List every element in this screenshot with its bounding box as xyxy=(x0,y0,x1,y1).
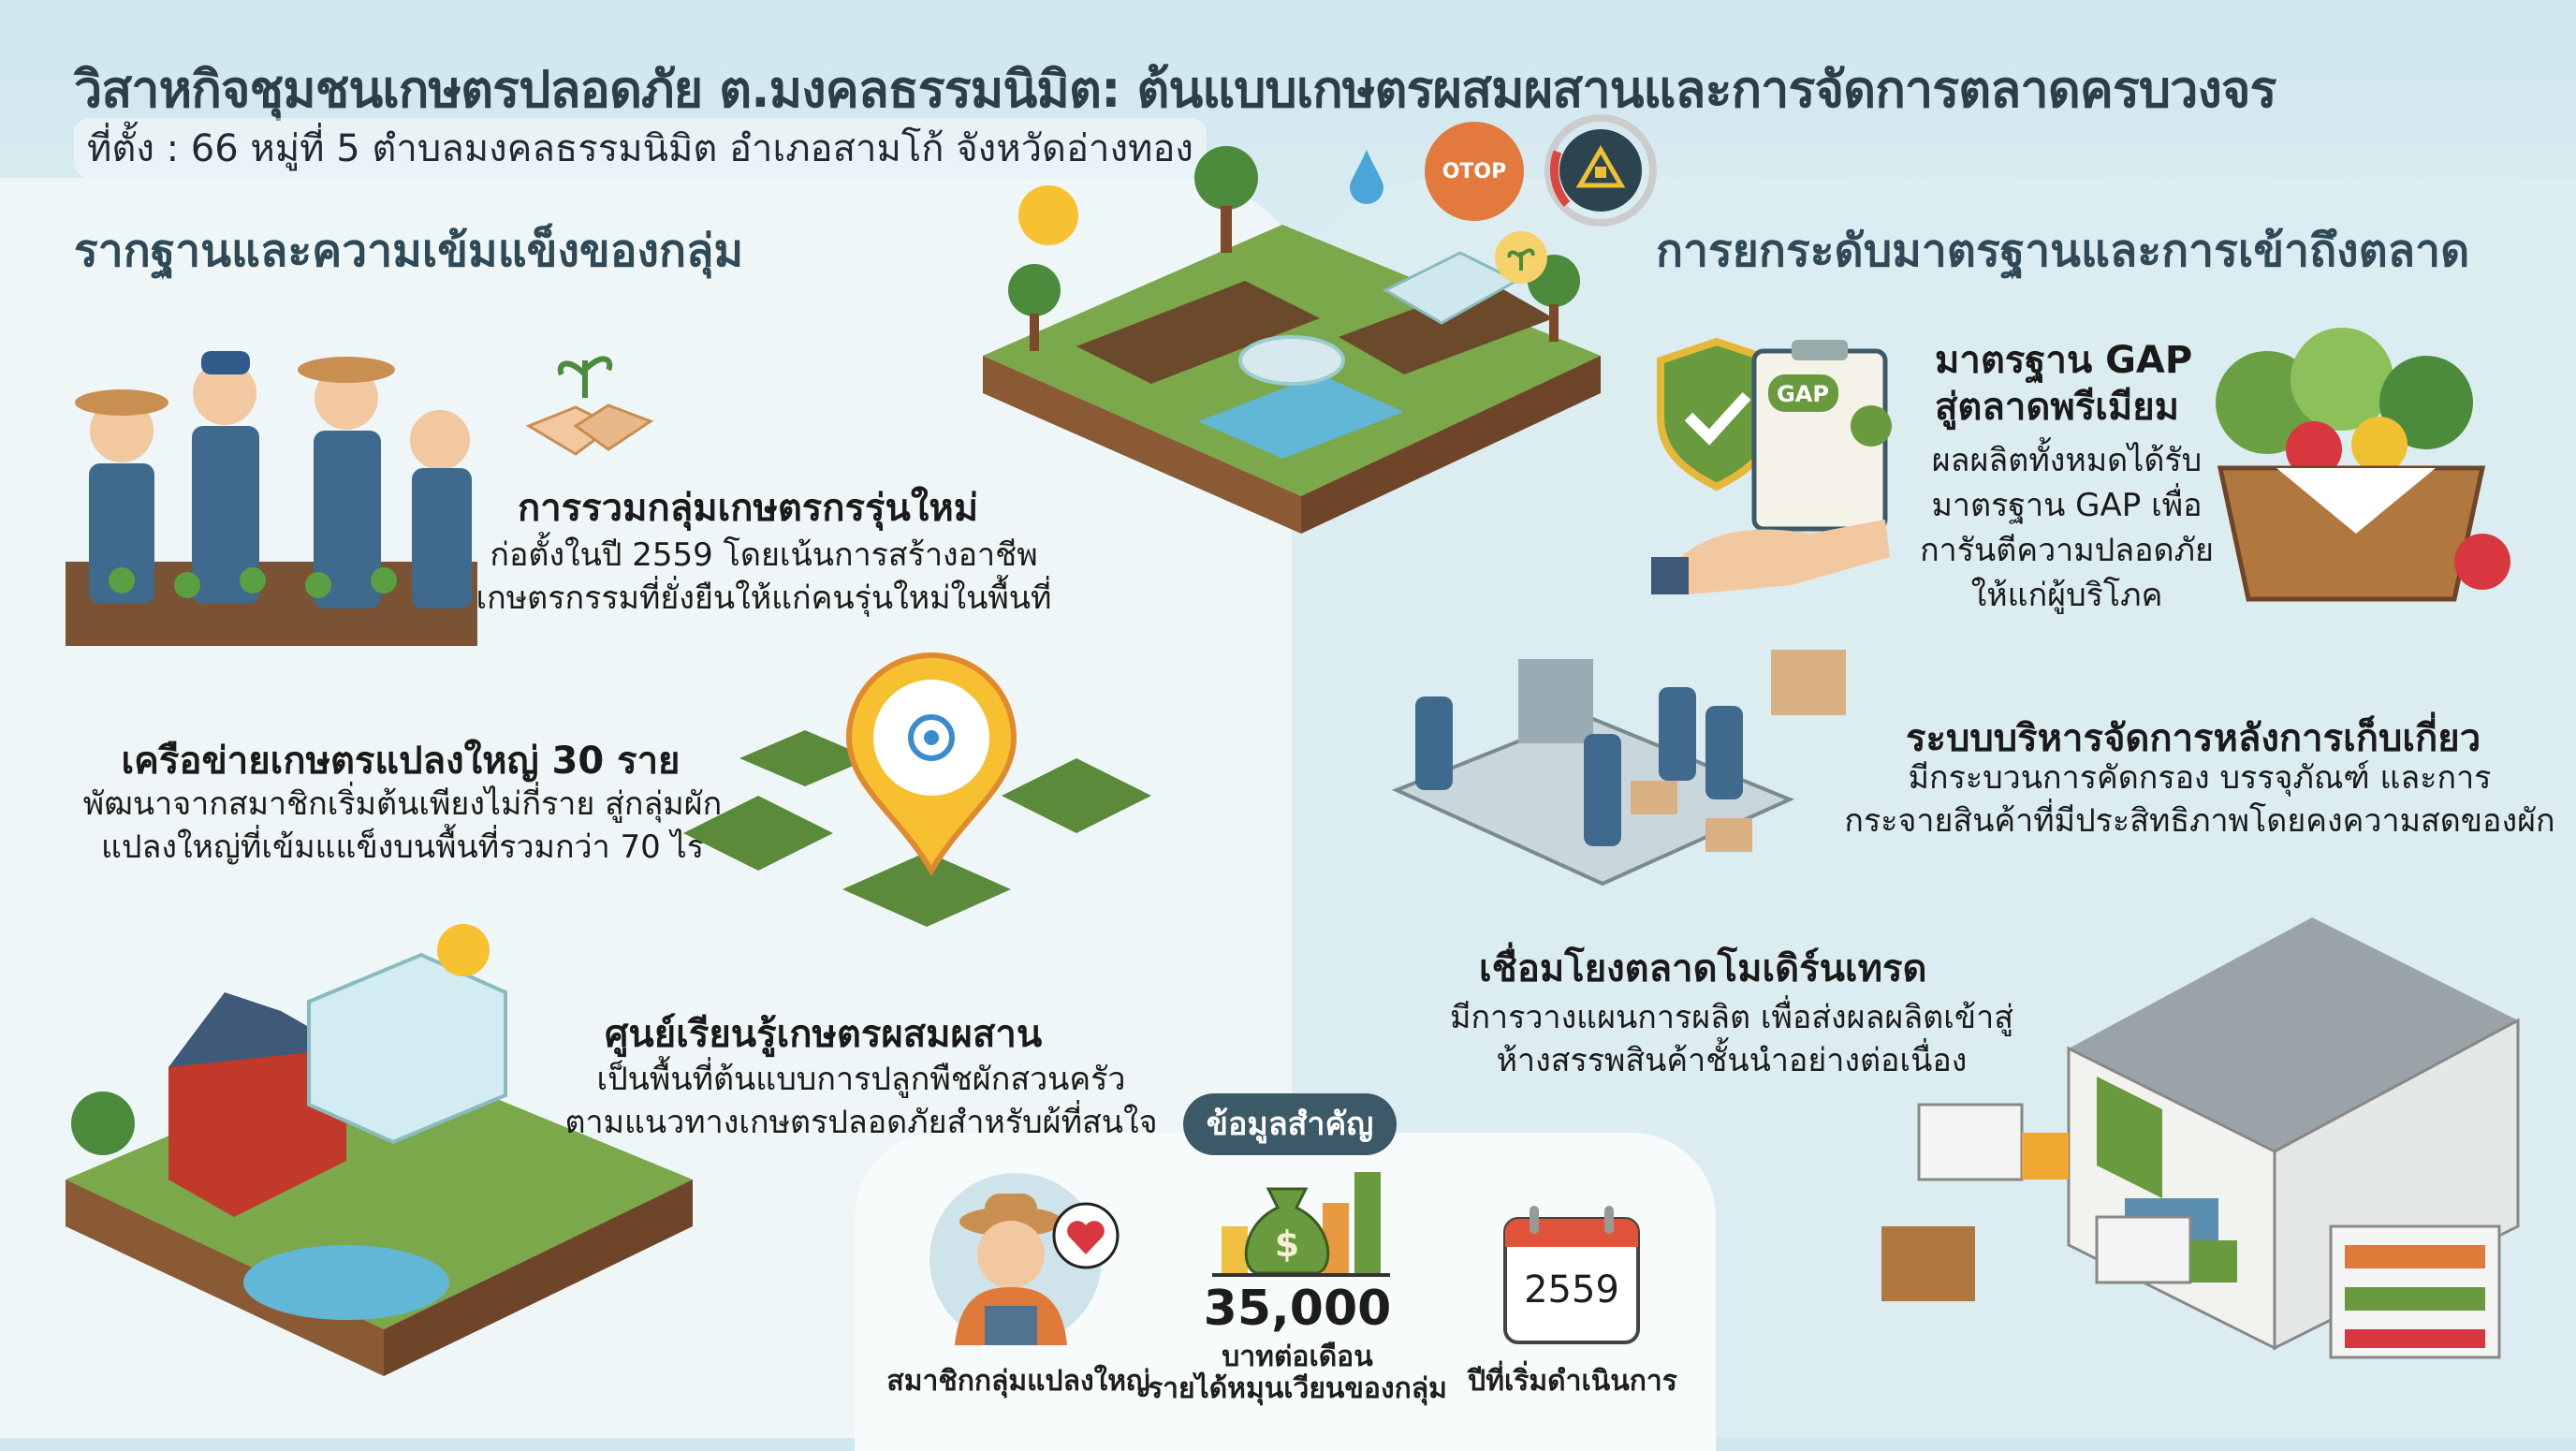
item-description-line: เกษตรกรรมที่ยั่งยืนให้แก่คนรุ่นใหม่ในพื้… xyxy=(476,579,1052,617)
item-description: มีกระบวนการคัดกรอง บรรจุภัณฑ์ และการ กระ… xyxy=(1835,756,2565,843)
farm-network-target-illustration xyxy=(683,652,1151,927)
vegetable-basket-illustration xyxy=(2216,328,2510,602)
stat-label: สมาชิกกลุ่มแปลงใหญ่ xyxy=(886,1365,1150,1398)
otop-logo: OTOP xyxy=(1425,122,1524,221)
item-title: เชื่อมโยงตลาดโมเดิร์นเทรด xyxy=(1479,947,1927,990)
start-year-value: 2559 xyxy=(1524,1268,1619,1312)
sun-icon xyxy=(437,924,490,976)
page-title: วิสาหกิจชุมชนเกษตรปลอดภัย ต.มงคลธรรมนิมิ… xyxy=(74,60,2276,119)
item-description-line: แปลงใหญ่ที่เข้มแแข็งบนพื้นที่รวมกว่า 70 … xyxy=(101,828,704,866)
learning-center-farm-illustration xyxy=(66,952,693,1376)
packing-line-illustration xyxy=(1391,650,1846,887)
item-title: ศูนย์เรียนรู้เกษตรผสมผสาน xyxy=(605,1013,1043,1056)
item-description: พัฒนาจากสมาชิกเริ่มต้นเพียงไม่กี่ราย สู่… xyxy=(56,783,749,869)
central-farm-illustration xyxy=(983,146,1601,534)
item-description: มีการวางแผนการผลิต เพื่อส่งผลผลิตเข้าสู่… xyxy=(1404,996,2059,1082)
key-info-label: ข้อมูลสำคัญ xyxy=(1183,1093,1397,1155)
stat-label: รายได้หมุนเวียนของกลุ่ม xyxy=(1148,1372,1447,1405)
plant-badge-icon xyxy=(1495,231,1547,284)
young-farmers-illustration xyxy=(66,351,477,646)
left-section-heading: รากฐานและความเข้มแข็งของกลุ่ม xyxy=(74,225,744,277)
item-description-line: ก่อตั้งในปี 2559 โดยเน้นการสร้างอาชีพ xyxy=(490,536,1038,574)
money-bag-chart-icon: $ xyxy=(1212,1172,1390,1277)
sun-icon xyxy=(1018,185,1078,245)
item-title: ระบบบริหารจัดการหลังการเก็บเกี่ยว xyxy=(1906,717,2481,760)
gap-badge-text: GAP xyxy=(1777,381,1829,407)
farmer-heart-icon xyxy=(929,1173,1120,1345)
item-title: สู่ตลาดพรีเมียม xyxy=(1935,386,2180,429)
item-title: เครือข่ายเกษตรแปลงใหญ่ 30 ราย xyxy=(121,740,681,783)
item-description: เป็นพื้นที่ต้นแบบการปลูกพืชผักสวนครัว ตา… xyxy=(524,1058,1198,1144)
income-unit: บาทต่อเดือน xyxy=(1222,1341,1373,1373)
supermarket-delivery-illustration xyxy=(1881,917,2520,1359)
item-description-line: พัฒนาจากสมาชิกเริ่มต้นเพียงไม่กี่ราย สู่… xyxy=(82,785,723,823)
handshake-plant-icon xyxy=(525,356,654,456)
item-description-line: การันตีความปลอดภัย xyxy=(1920,532,2214,569)
calendar-icon xyxy=(1503,1206,1640,1344)
item-description-line: ห้างสรรพสินค้าชั้นนำอย่างต่อเนื่อง xyxy=(1496,1042,1968,1079)
item-description-line: เป็นพื้นที่ต้นแบบการปลูกพืชผักสวนครัว xyxy=(596,1061,1126,1098)
item-description-line: มาตรฐาน GAP เพื่อ xyxy=(1931,487,2203,524)
svg-text:OTOP: OTOP xyxy=(1442,160,1507,183)
item-description: ผลผลิตทั้งหมดได้รับ มาตรฐาน GAP เพื่อ กา… xyxy=(1898,438,2235,618)
item-description-line: กระจายสินค้าที่มีประสิทธิภาพโดยคงความสดข… xyxy=(1844,802,2555,840)
item-description-line: ให้แก่ผู้บริโภค xyxy=(1970,577,2163,614)
thai-house-emblem-logo xyxy=(1544,114,1657,227)
gap-certificate-illustration: GAP xyxy=(1651,337,1892,594)
item-description-line: มีกระบวนการคัดกรอง บรรจุภัณฑ์ และการ xyxy=(1908,759,2492,797)
stat-label: ปีที่เริ่มดำเนินการ xyxy=(1468,1365,1677,1398)
item-title: การรวมกลุ่มเกษตรกรรุ่นใหม่ xyxy=(518,487,979,530)
svg-text:$: $ xyxy=(1275,1224,1299,1265)
water-drop-icon xyxy=(1350,150,1383,204)
location-text: ที่ตั้ง : 66 หมู่ที่ 5 ตำบลมงคลธรรมนิมิต… xyxy=(74,118,1207,178)
item-description-line: ผลผลิตทั้งหมดได้รับ xyxy=(1931,442,2203,479)
right-section-heading: การยกระดับมาตรฐานและการเข้าถึงตลาด xyxy=(1656,225,2470,277)
item-description-line: มีการวางแผนการผลิต เพื่อส่งผลผลิตเข้าสู่ xyxy=(1450,999,2013,1036)
item-title: มาตรฐาน GAP xyxy=(1935,339,2193,382)
item-description: ก่อตั้งในปี 2559 โดยเน้นการสร้างอาชีพ เก… xyxy=(427,534,1101,620)
income-value: 35,000 xyxy=(1203,1281,1392,1337)
